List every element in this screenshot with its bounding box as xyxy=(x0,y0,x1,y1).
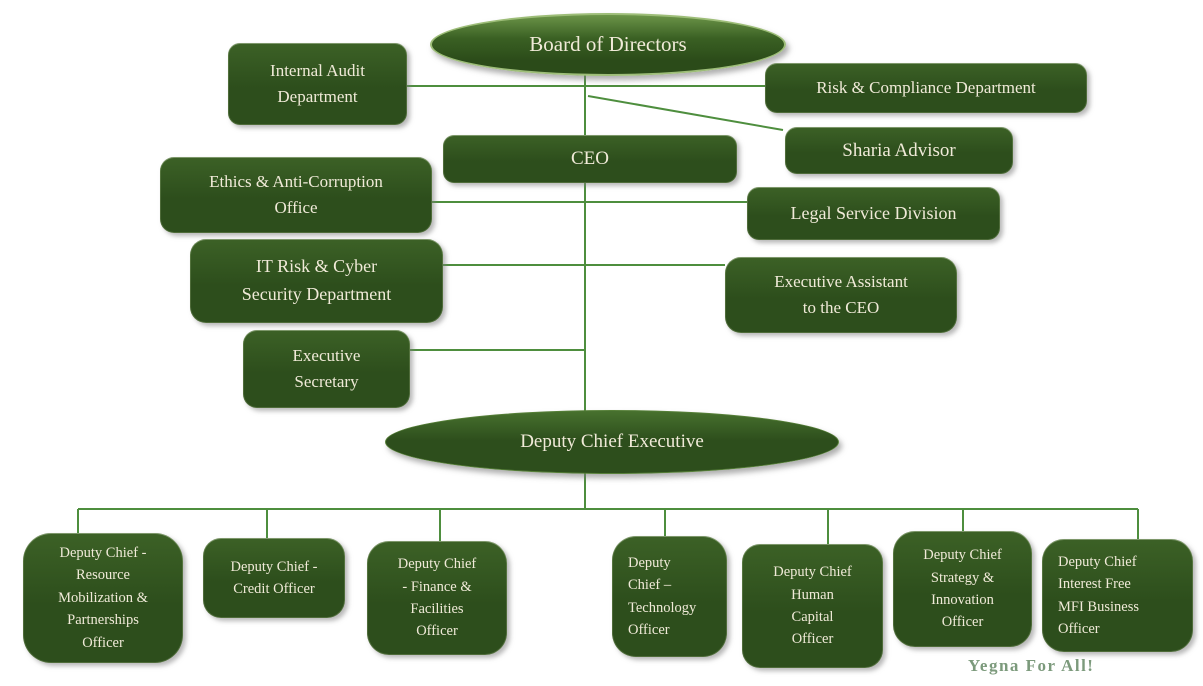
node-internal-audit-department: Internal Audit Department xyxy=(228,43,407,125)
node-ethics-anti-corruption-office: Ethics & Anti-Corruption Office xyxy=(160,157,432,233)
node-label: Deputy Chief Executive xyxy=(520,431,704,453)
node-board-of-directors: Board of Directors xyxy=(430,13,786,76)
node-label: Deputy Chief - Finance & Facilities Offi… xyxy=(397,556,477,640)
connector-sharia-diagonal xyxy=(587,95,784,131)
node-label: Legal Service Division xyxy=(790,202,957,223)
node-label: Deputy Chief Interest Free MFI Business … xyxy=(1058,553,1139,637)
node-label: Risk & Compliance Department xyxy=(816,77,1036,97)
node-deputy-interest-free-mfi: Deputy Chief Interest Free MFI Business … xyxy=(1042,539,1193,652)
node-deputy-credit-officer: Deputy Chief - Credit Officer xyxy=(203,538,345,618)
node-deputy-resource-mobilization: Deputy Chief - Resource Mobilization & P… xyxy=(23,533,183,663)
node-sharia-advisor: Sharia Advisor xyxy=(785,127,1013,174)
node-label: Executive Assistant to the CEO xyxy=(774,271,908,317)
node-label: Internal Audit Department xyxy=(270,60,365,106)
node-risk-compliance-department: Risk & Compliance Department xyxy=(765,63,1087,113)
node-deputy-chief-executive: Deputy Chief Executive xyxy=(385,410,839,474)
node-executive-secretary: Executive Secretary xyxy=(243,330,410,408)
node-label: Sharia Advisor xyxy=(842,139,956,161)
node-label: Ethics & Anti-Corruption Office xyxy=(209,171,383,217)
node-it-risk-cyber-security: IT Risk & Cyber Security Department xyxy=(190,239,443,323)
node-label: Deputy Chief Strategy & Innovation Offic… xyxy=(923,547,1002,631)
node-label: Deputy Chief - Credit Officer xyxy=(230,558,318,597)
node-ceo: CEO xyxy=(443,135,737,183)
node-label: Board of Directors xyxy=(529,32,687,57)
node-deputy-finance-facilities: Deputy Chief - Finance & Facilities Offi… xyxy=(367,541,507,655)
node-deputy-human-capital: Deputy Chief Human Capital Officer xyxy=(742,544,883,668)
tagline: Yegna For All! xyxy=(968,656,1095,675)
node-label: Deputy Chief – Technology Officer xyxy=(628,554,697,638)
node-label: CEO xyxy=(571,148,609,170)
node-executive-assistant: Executive Assistant to the CEO xyxy=(725,257,957,333)
node-label: IT Risk & Cyber Security Department xyxy=(241,256,392,304)
node-deputy-technology-officer: Deputy Chief – Technology Officer xyxy=(612,536,727,657)
node-label: Executive Secretary xyxy=(292,345,361,391)
node-label: Deputy Chief - Resource Mobilization & P… xyxy=(58,544,148,651)
node-deputy-strategy-innovation: Deputy Chief Strategy & Innovation Offic… xyxy=(893,531,1032,647)
node-legal-service-division: Legal Service Division xyxy=(747,187,1000,240)
node-label: Deputy Chief Human Capital Officer xyxy=(773,564,852,648)
